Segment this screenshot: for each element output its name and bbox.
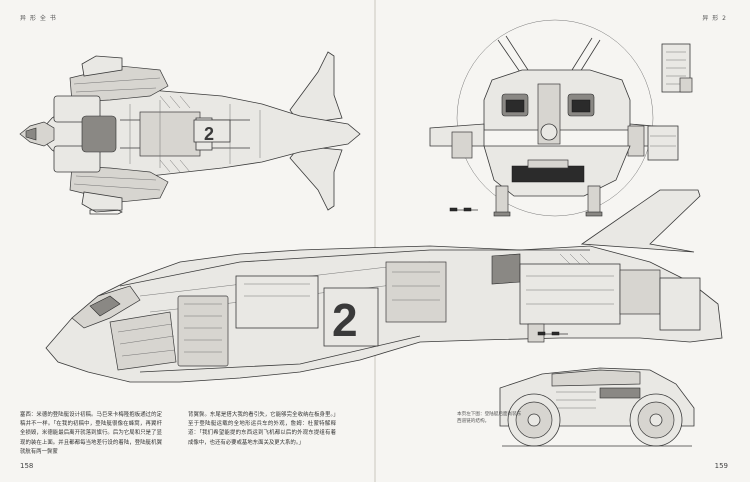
figure-caption: 本页左下图：登陆艇后面尚装东西道链的结构。 (457, 412, 522, 424)
top-view-number: 2 (204, 124, 214, 144)
side-view-number: 2 (332, 294, 358, 346)
side-view-scale-bar (537, 331, 568, 336)
running-head-right: 异 形 2 (702, 15, 727, 22)
page-number-left: 158 (20, 462, 34, 470)
running-head-left: 异 形 全 书 (20, 15, 57, 22)
body-text-left-column: 塞西：米德的登陆艇设计初稿。马巨来卡梅隆抱板通过的定稿并不一样。「在我的初稿中，… (20, 412, 162, 455)
page-number-right: 159 (714, 462, 728, 470)
body-text-right-column: 背翼鬓。东尾是搭大我的看引失，它能够完全收纳在板身里。」至于登陆艇运载的全地形运… (188, 412, 336, 446)
apc-side-view (499, 367, 695, 447)
dropship-side-view: 2 (45, 189, 723, 383)
dropship-top-view: 2 (19, 51, 361, 215)
book-gutter (374, 0, 376, 482)
dropship-front-view (429, 19, 693, 217)
